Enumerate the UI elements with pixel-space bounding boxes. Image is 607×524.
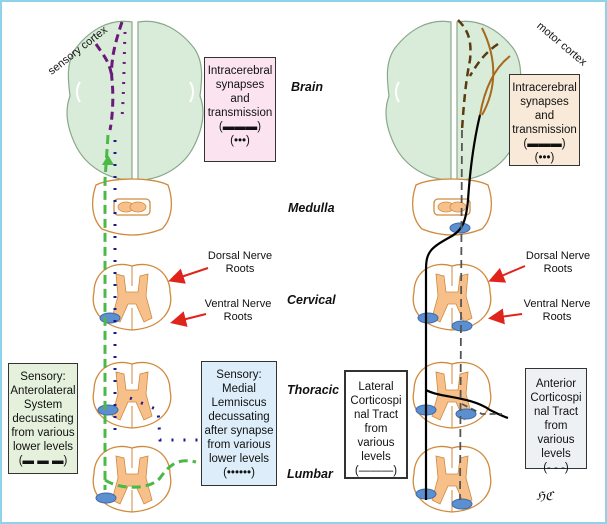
nerve-root-marker bbox=[97, 404, 119, 416]
dorsal-nerve-roots-label-right: Dorsal Nerve Roots bbox=[518, 250, 598, 276]
legend-line: Corticospi bbox=[350, 395, 402, 407]
legend-line: various bbox=[537, 434, 575, 446]
spinal-cord-section bbox=[412, 445, 492, 513]
legend-line: (••••••) bbox=[223, 467, 255, 479]
legend-line: Anterolateral bbox=[10, 385, 76, 397]
note-line: Roots bbox=[225, 263, 255, 275]
legend-line: (———) bbox=[354, 465, 398, 477]
nerve-root-marker bbox=[417, 312, 439, 324]
legend-line: nal Tract bbox=[533, 406, 579, 418]
lateral-corticospinal-tract bbox=[424, 114, 509, 500]
nerve-root-marker bbox=[451, 498, 473, 510]
note-line: Dorsal Nerve bbox=[525, 250, 591, 262]
legend-line: levels bbox=[361, 451, 391, 463]
dorsal-nerve-roots-label-left: Dorsal Nerve Roots bbox=[200, 250, 280, 276]
nerve-root-marker bbox=[99, 312, 121, 324]
dorsal-roots-arrow-right bbox=[488, 265, 526, 283]
level-label-lumbar: Lumbar bbox=[287, 467, 333, 481]
legend-line: (•••) bbox=[534, 152, 555, 164]
dorsal-roots-arrow-left bbox=[168, 267, 209, 284]
intracerebral-dashed-left bbox=[94, 21, 124, 131]
legend-line: and bbox=[230, 93, 250, 105]
legend-line: System bbox=[23, 399, 63, 411]
legend-line: Anterior bbox=[535, 378, 577, 390]
ventral-nerve-roots-label-right: Ventral Nerve Roots bbox=[516, 298, 598, 324]
legend-line: from bbox=[544, 420, 568, 432]
legend-line: synapses and bbox=[520, 96, 569, 122]
legend-line: from various bbox=[207, 439, 271, 451]
ventral-roots-arrow-left bbox=[170, 311, 207, 327]
anterolateral-tract bbox=[102, 134, 197, 490]
medial-lemniscus-tract bbox=[113, 140, 200, 442]
nerve-root-marker bbox=[95, 492, 117, 504]
legend-line: transmission bbox=[512, 124, 577, 136]
legend-line: (▬▬▬) bbox=[523, 138, 566, 150]
legend-line: from various bbox=[11, 427, 75, 439]
level-label-brain: Brain bbox=[291, 80, 323, 94]
note-line: Roots bbox=[223, 311, 253, 323]
nerve-root-marker bbox=[451, 320, 473, 332]
note-line: Dorsal Nerve bbox=[207, 250, 273, 262]
legend-line: various bbox=[357, 437, 395, 449]
anterior-corticospinal-tract bbox=[459, 129, 502, 501]
motor-brown-tracts bbox=[457, 19, 511, 131]
legend-line: after synapse bbox=[204, 425, 274, 437]
legend-line: Sensory: bbox=[20, 371, 66, 383]
right-brain bbox=[385, 20, 523, 181]
legend-line: nal Tract bbox=[353, 409, 399, 421]
note-line: Roots bbox=[542, 311, 572, 323]
legend-line: (•••) bbox=[230, 135, 250, 147]
legend-line: Medial bbox=[222, 383, 256, 395]
legend-line: Lateral bbox=[358, 381, 394, 393]
legend-line: from bbox=[364, 423, 388, 435]
intracerebral-legend-left: Intracerebral synapses and transmission (▬▬▬… bbox=[204, 57, 276, 162]
spinal-cord-section bbox=[412, 361, 492, 429]
legend-line: (- - -) bbox=[543, 462, 569, 474]
legend-line: decussating bbox=[12, 413, 74, 425]
legend-line: synapses bbox=[215, 79, 265, 91]
legend-line: lower levels bbox=[208, 453, 270, 465]
right-cord-sections bbox=[411, 178, 493, 513]
medulla-section bbox=[91, 178, 173, 236]
legend-line: levels bbox=[541, 448, 571, 460]
left-cord-sections bbox=[91, 178, 173, 513]
legend-line: (▬ ▬ ▬) bbox=[18, 455, 68, 467]
legend-line: (▬▬▬) bbox=[218, 121, 262, 133]
note-line: Roots bbox=[543, 263, 573, 275]
note-line: Ventral Nerve bbox=[204, 298, 272, 310]
legend-line: Corticospi bbox=[530, 392, 582, 404]
artist-signature: ℌℭ bbox=[536, 489, 554, 503]
level-label-thoracic: Thoracic bbox=[287, 383, 340, 397]
legend-line: transmission bbox=[207, 107, 273, 119]
ventral-nerve-roots-label-left: Ventral Nerve Roots bbox=[198, 298, 278, 324]
legend-line: Sensory: bbox=[216, 369, 262, 381]
legend-line: Intracerebral bbox=[512, 82, 577, 94]
legend-line: Intracerebral bbox=[207, 65, 273, 77]
note-line: Ventral Nerve bbox=[523, 298, 591, 310]
level-label-cervical: Cervical bbox=[287, 293, 336, 307]
legend-line: Lemniscus bbox=[211, 397, 267, 409]
legend-line: lower levels bbox=[12, 441, 74, 453]
level-label-medulla: Medulla bbox=[288, 201, 335, 215]
intracerebral-legend-right: Intracerebral synapses and transmission (▬▬… bbox=[509, 74, 580, 166]
legend-line: decussating bbox=[208, 411, 270, 423]
ventral-roots-arrow-right bbox=[488, 308, 523, 325]
